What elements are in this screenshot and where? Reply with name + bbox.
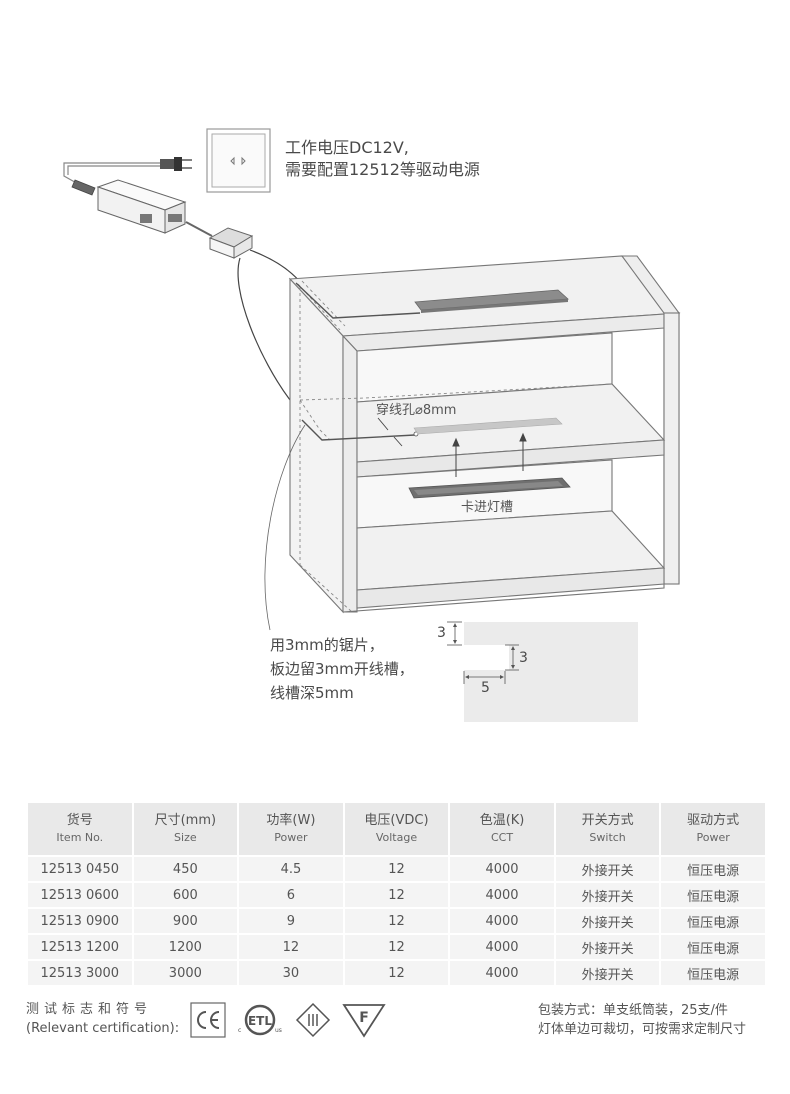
- col-size: 尺寸(mm)Size: [133, 803, 238, 855]
- cell-cct: 4000: [450, 961, 554, 985]
- col-power: 功率(W)Power: [239, 803, 343, 855]
- col-voltage: 电压(VDC)Voltage: [344, 803, 449, 855]
- packaging-line-1: 包装方式：单支纸筒装，25支/件: [538, 1003, 728, 1018]
- wall-socket-icon: [206, 128, 271, 193]
- class-iii-icon: [295, 1002, 331, 1038]
- cell-switch: 外接开关: [555, 857, 660, 881]
- svg-text:F: F: [359, 1010, 369, 1026]
- cell-cct: 4000: [450, 883, 554, 907]
- cell-voltage: 12: [344, 961, 449, 985]
- cell-voltage: 12: [344, 935, 449, 959]
- cell-item-no: 12513 3000: [28, 961, 132, 985]
- cell-power: 30: [239, 961, 343, 985]
- cell-cct: 4000: [450, 909, 554, 933]
- cell-driver: 恒压电源: [661, 961, 765, 985]
- cell-switch: 外接开关: [555, 883, 660, 907]
- svg-text:ETL: ETL: [248, 1014, 272, 1028]
- cabinet: [288, 255, 681, 614]
- dc-connector-icon: [71, 179, 96, 196]
- cell-item-no: 12513 0450: [28, 857, 132, 881]
- cell-driver: 恒压电源: [661, 909, 765, 933]
- hole-label: 穿线孔⌀8mm: [376, 403, 457, 418]
- dim-step: 3: [519, 650, 528, 666]
- cell-size: 3000: [133, 961, 238, 985]
- groove-detail: [447, 621, 638, 722]
- power-cord: [63, 162, 180, 186]
- installation-diagram: [63, 128, 681, 722]
- slot-label: 卡进灯槽: [461, 500, 514, 515]
- cell-item-no: 12513 0900: [28, 909, 132, 933]
- cell-size: 450: [133, 857, 238, 881]
- cell-driver: 恒压电源: [661, 883, 765, 907]
- cell-switch: 外接开关: [555, 935, 660, 959]
- light-channel: [408, 477, 571, 499]
- cell-size: 1200: [133, 935, 238, 959]
- cell-size: 900: [133, 909, 238, 933]
- top-light-bar: [414, 289, 569, 313]
- saw-note-line-3: 线槽深5mm: [270, 684, 354, 702]
- cell-power: 4.5: [239, 857, 343, 881]
- dim-top: 3: [437, 625, 446, 641]
- cell-voltage: 12: [344, 909, 449, 933]
- cell-power: 6: [239, 883, 343, 907]
- power-note-line-2: 需要配置12512等驱动电源: [285, 160, 480, 179]
- ce-mark-icon: [190, 1002, 226, 1038]
- certification-label: 测试标志和符号 (Relevant certification):: [26, 1000, 179, 1038]
- cell-item-no: 12513 0600: [28, 883, 132, 907]
- packaging-info: 包装方式：单支纸筒装，25支/件 灯体单边可裁切，可按需求定制尺寸: [538, 1001, 746, 1039]
- certification-label-en: (Relevant certification):: [26, 1021, 180, 1036]
- hidden-edges: [297, 280, 613, 613]
- f-mark-icon: F: [342, 1004, 386, 1038]
- cell-voltage: 12: [344, 857, 449, 881]
- col-cct: 色温(K)CCT: [450, 803, 554, 855]
- power-note: 工作电压DC12V, 需要配置12512等驱动电源: [285, 137, 480, 181]
- certification-logos: c ETL us F: [190, 1000, 386, 1040]
- cell-switch: 外接开关: [555, 961, 660, 985]
- cell-switch: 外接开关: [555, 909, 660, 933]
- power-adapter-icon: [96, 179, 187, 234]
- cell-size: 600: [133, 883, 238, 907]
- etl-listed-icon: c ETL us: [238, 1004, 282, 1036]
- plug-icon: [160, 157, 192, 171]
- saw-note-line-2: 板边留3mm开线槽，: [270, 660, 414, 678]
- saw-note-line-1: 用3mm的锯片，: [270, 636, 384, 654]
- cell-cct: 4000: [450, 935, 554, 959]
- cell-driver: 恒压电源: [661, 857, 765, 881]
- dim-depth: 5: [481, 680, 490, 696]
- cell-power: 12: [239, 935, 343, 959]
- cell-driver: 恒压电源: [661, 935, 765, 959]
- svg-text:us: us: [275, 1027, 282, 1034]
- packaging-line-2: 灯体单边可裁切，可按需求定制尺寸: [538, 1022, 747, 1037]
- cell-voltage: 12: [344, 883, 449, 907]
- saw-note: 用3mm的锯片， 板边留3mm开线槽， 线槽深5mm: [270, 633, 414, 705]
- cell-item-no: 12513 1200: [28, 935, 132, 959]
- cell-cct: 4000: [450, 857, 554, 881]
- middle-light-bar: [413, 417, 563, 435]
- power-note-line-1: 工作电压DC12V,: [285, 138, 409, 157]
- cell-power: 9: [239, 909, 343, 933]
- distributor-box-icon: [208, 227, 254, 259]
- insert-arrows: [452, 432, 527, 477]
- svg-text:c: c: [238, 1027, 241, 1034]
- certification-label-zh: 测试标志和符号: [26, 1002, 153, 1017]
